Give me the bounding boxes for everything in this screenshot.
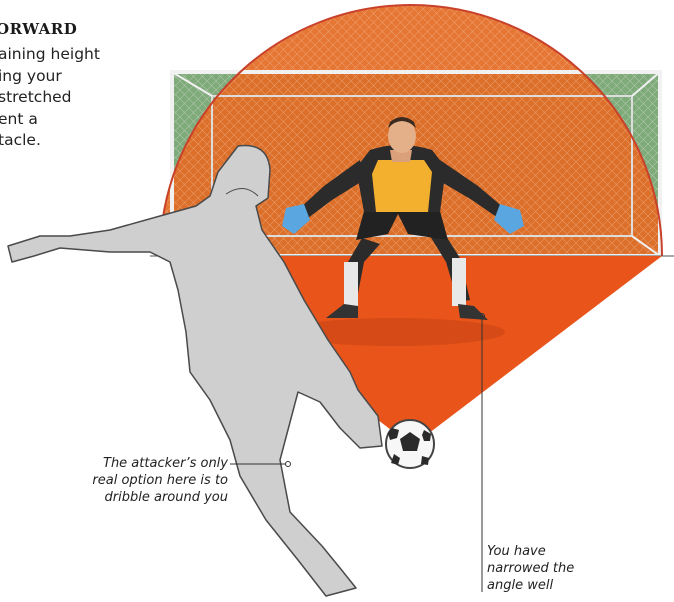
angle-callout: You have narrowed the angle well [487, 543, 574, 594]
callout-line: real option here is to [40, 472, 228, 489]
callout-line: The attacker’s only [40, 455, 228, 472]
panel-body-line: stretched [0, 87, 100, 109]
callout-line: narrowed the [487, 560, 574, 577]
callout-line: dribble around you [40, 489, 228, 506]
attacker-callout: The attacker’s only real option here is … [40, 455, 228, 506]
callout-line: You have [487, 543, 574, 560]
panel-body: aining height ing your stretched ent a t… [0, 44, 100, 152]
panel-heading: ORWARD [0, 20, 77, 38]
panel-body-line: ing your [0, 66, 100, 88]
soccer-ball-icon [386, 420, 434, 468]
panel-body-line: tacle. [0, 130, 100, 152]
panel-body-line: aining height [0, 44, 100, 66]
callout-line: angle well [487, 577, 574, 594]
panel-body-line: ent a [0, 109, 100, 131]
